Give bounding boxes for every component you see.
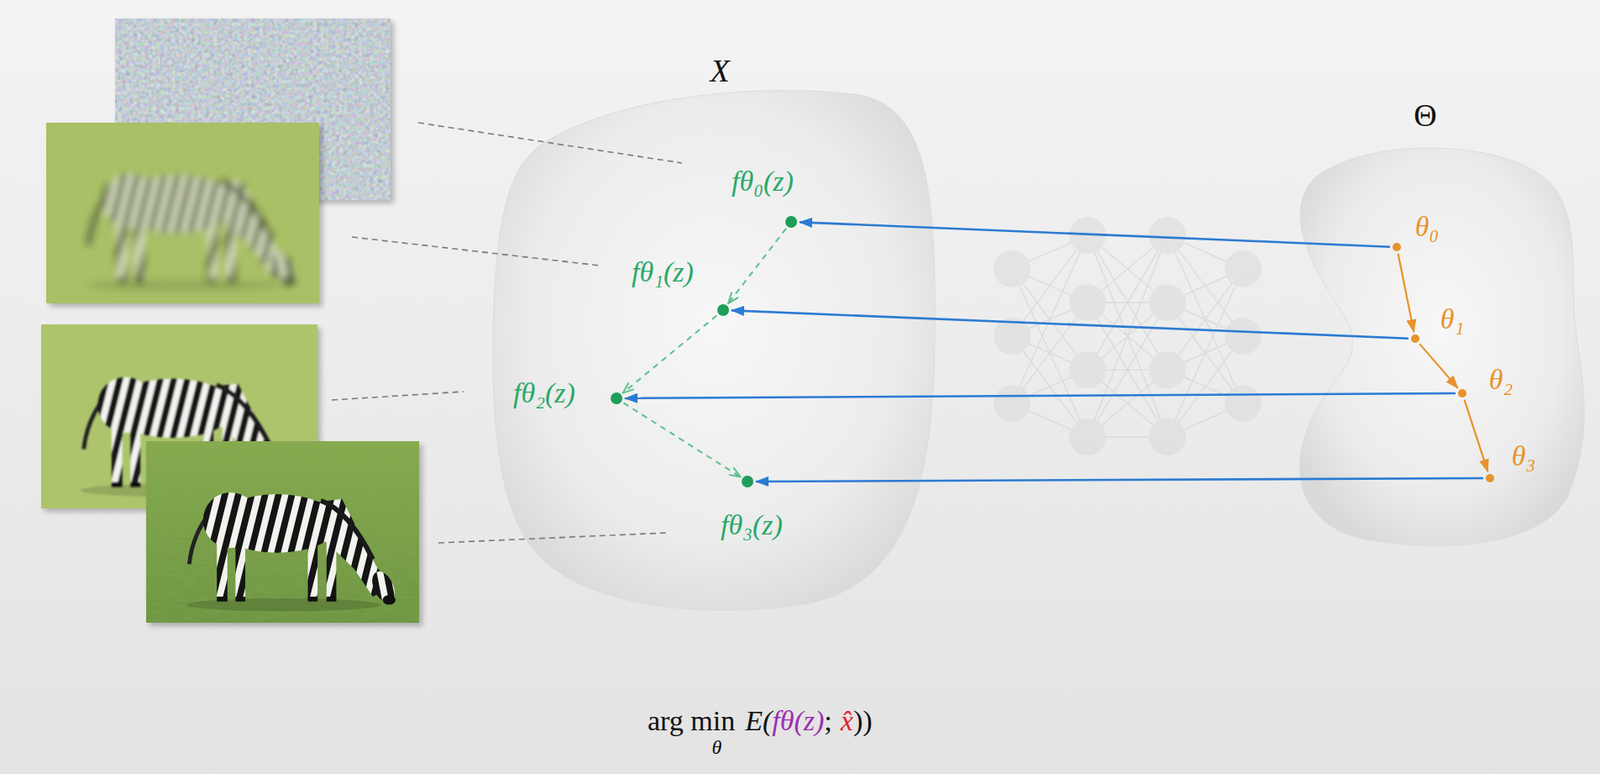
state-point: θ₁: [1411, 334, 1420, 343]
state-point: θ₂: [1458, 388, 1467, 398]
parameter-space-region: Θθ₀θ₁θ₂θ₃: [1290, 142, 1592, 551]
point-label: θ₂: [1489, 363, 1514, 395]
leader-line: [418, 122, 682, 163]
leader-line: [438, 532, 667, 543]
output-trajectory: [623, 402, 740, 477]
argmin-operator: arg minθ: [647, 703, 735, 757]
leader-line: [331, 391, 464, 400]
formula-term: )): [853, 703, 873, 737]
mapping-arrow: [799, 221, 1391, 247]
optimization-step: [1419, 343, 1459, 389]
point-label: fθ₁(z): [631, 256, 694, 288]
state-point: fθ₀(z): [785, 215, 798, 228]
space-label: X: [709, 53, 730, 90]
formula-term: fθ(z): [771, 703, 824, 737]
point-label: fθ₃(z): [720, 508, 783, 541]
point-label: θ₁: [1440, 303, 1465, 335]
state-point: θ₀: [1392, 242, 1401, 252]
output-space-region: Xfθ₀(z)fθ₁(z)fθ₂(z)fθ₃(z): [489, 86, 937, 611]
formula-term: θ: [711, 736, 735, 757]
state-point: fθ₂(z): [610, 392, 623, 404]
mapping-arrow: [731, 309, 1409, 338]
blurry-zebra-image: [46, 122, 323, 307]
state-point: fθ₁(z): [717, 304, 730, 316]
point-label: θ₃: [1511, 440, 1537, 472]
optimization-step: [1398, 253, 1415, 332]
point-label: fθ₂(z): [513, 377, 576, 409]
objective-formula: arg minθ E(fθ(z);x̂)): [647, 703, 873, 757]
region-outline: [489, 86, 937, 611]
output-trajectory: [728, 228, 787, 304]
leader-line: [351, 236, 600, 266]
formula-term: ;: [823, 703, 832, 737]
faded-network: [993, 216, 1262, 456]
zebra-photo: [146, 440, 423, 626]
formula-term: E(: [744, 703, 772, 737]
formula-term: x̂: [840, 703, 854, 737]
state-point: θ₃: [1485, 473, 1495, 483]
state-point: fθ₃(z): [741, 475, 754, 488]
space-label: Θ: [1413, 98, 1437, 134]
region-shape: [1299, 147, 1585, 546]
point-label: fθ₀(z): [731, 165, 794, 197]
mapping-arrow: [624, 393, 1456, 399]
region-shape: [493, 90, 935, 611]
formula-term: arg min: [647, 703, 735, 737]
optimization-step: [1464, 399, 1489, 473]
mapping-arrow: [755, 477, 1484, 482]
region-outline: [1290, 142, 1592, 551]
point-label: θ₀: [1415, 210, 1440, 242]
output-trajectory: [623, 314, 718, 393]
